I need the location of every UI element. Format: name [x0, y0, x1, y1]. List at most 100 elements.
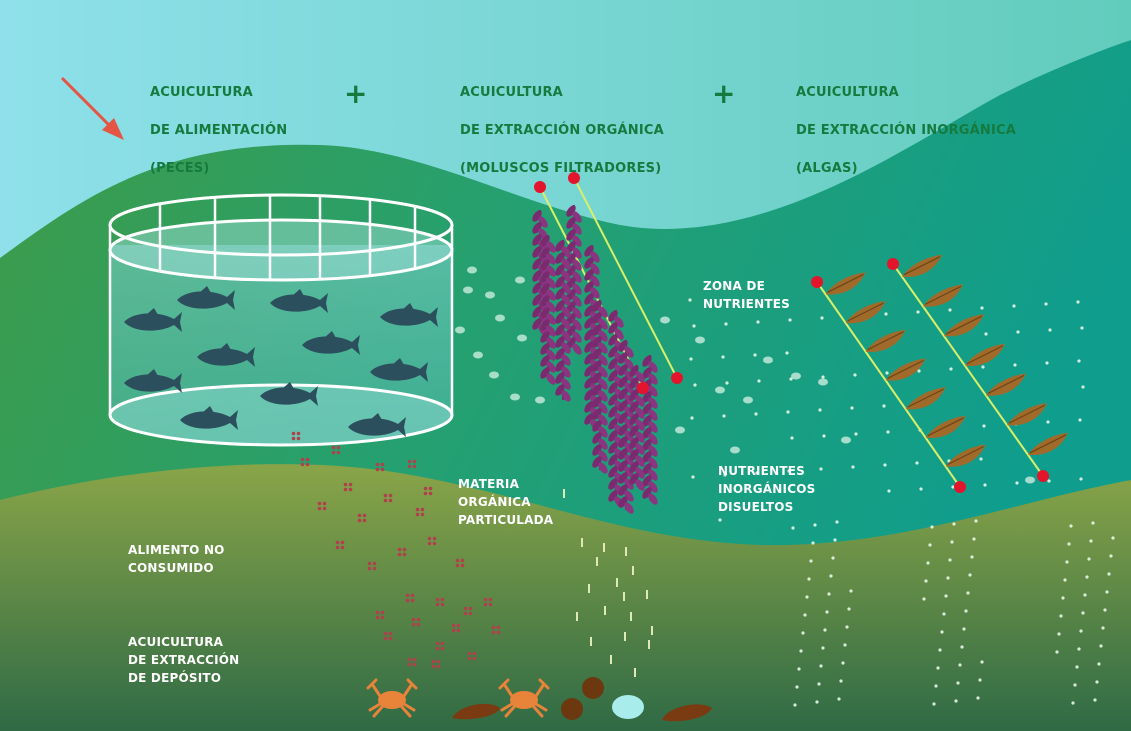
- nutrient-dot: [1057, 632, 1061, 636]
- nutrient-dot: [1076, 300, 1080, 304]
- mussel: [598, 342, 608, 354]
- mussel: [629, 425, 639, 437]
- mussel: [540, 283, 550, 295]
- nutrient-dot: [510, 393, 520, 401]
- nutrient-dot: [1095, 680, 1099, 684]
- mussel: [618, 376, 628, 388]
- particle: [630, 612, 632, 621]
- mussel: [561, 354, 571, 366]
- mussel: [555, 300, 565, 312]
- mussel: [566, 217, 576, 229]
- mussel: [624, 406, 634, 418]
- nutrient-dot: [853, 373, 857, 377]
- nutrient-dot: [1047, 479, 1051, 483]
- nutrient-dot: [917, 369, 921, 373]
- nutrient-dot: [966, 591, 970, 595]
- mussel: [624, 490, 634, 502]
- feed-pellet: [455, 558, 465, 568]
- nutrient-dot: [983, 483, 987, 487]
- mussel: [608, 358, 618, 370]
- label-unconsumed-feed: ALIMENTO NO CONSUMIDO: [128, 543, 225, 575]
- nutrient-dot: [1077, 647, 1081, 651]
- nutrient-dot: [833, 538, 837, 542]
- mussel: [648, 493, 658, 505]
- nutrient-dot: [829, 574, 833, 578]
- feed-pellets: [291, 431, 501, 669]
- nutrient-dot: [978, 678, 982, 682]
- mussel: [598, 426, 608, 438]
- mussel: [561, 366, 571, 378]
- feed-pellet: [435, 641, 445, 651]
- mussel: [584, 317, 594, 329]
- nutrient-dot: [1078, 418, 1082, 422]
- mussel: [546, 373, 556, 385]
- mussel: [648, 445, 658, 457]
- mussel: [555, 240, 565, 252]
- nutrient-dots: [455, 266, 1115, 707]
- mussel: [648, 409, 658, 421]
- mussel: [540, 331, 550, 343]
- mussel: [561, 330, 571, 342]
- mussel: [540, 367, 550, 379]
- particle: [581, 538, 583, 547]
- nutrient-dot: [1101, 626, 1105, 630]
- mussel: [546, 277, 556, 289]
- nutrient-dot: [787, 469, 791, 473]
- mussel: [572, 319, 582, 331]
- nutrient-dot: [841, 436, 851, 444]
- feed-pellet: [405, 593, 415, 603]
- nutrient-dot: [821, 646, 825, 650]
- nutrient-dot: [495, 314, 505, 322]
- mussel: [592, 300, 602, 312]
- nutrient-dot: [692, 324, 696, 328]
- mussel: [538, 216, 548, 228]
- feed-pellet: [411, 617, 421, 627]
- mussel: [608, 406, 618, 418]
- mussel: [648, 385, 658, 397]
- nutrient-dot: [1105, 590, 1109, 594]
- nutrient-dot: [795, 685, 799, 689]
- mussel: [532, 246, 542, 258]
- nutrient-dot: [1087, 557, 1091, 561]
- nutrient-dot: [1109, 554, 1113, 558]
- mussel: [618, 340, 628, 352]
- mussel: [635, 455, 645, 467]
- mussel: [618, 412, 628, 424]
- feed-pellet: [435, 597, 445, 607]
- mussel: [561, 378, 571, 390]
- mussel: [608, 442, 618, 454]
- mussel: [648, 481, 658, 493]
- nutrient-dot: [948, 308, 952, 312]
- nutrient-dot: [1081, 385, 1085, 389]
- nutrient-dot: [797, 667, 801, 671]
- mussel: [629, 437, 639, 449]
- mussel: [648, 457, 658, 469]
- nutrient-dot: [919, 487, 923, 491]
- nutrient-dot: [851, 465, 855, 469]
- mussel: [584, 353, 594, 365]
- mussel: [608, 490, 618, 502]
- mussel: [635, 431, 645, 443]
- nutrient-dot: [1067, 542, 1071, 546]
- mussel: [592, 312, 602, 324]
- nutrient-dot: [1013, 363, 1017, 367]
- mussel: [572, 331, 582, 343]
- nutrient-dot: [691, 475, 695, 479]
- mussel: [629, 473, 639, 485]
- title-line: ACUICULTURA: [150, 85, 253, 100]
- mussel: [584, 377, 594, 389]
- mussel: [642, 427, 652, 439]
- nutrient-dot: [743, 396, 753, 404]
- mussel: [642, 403, 652, 415]
- sea-cucumber-icon: [452, 703, 500, 720]
- nutrient-dot: [976, 696, 980, 700]
- title-organic-extraction: ACUICULTURA DE EXTRACCIÓN ORGÁNICA (MOLU…: [460, 64, 664, 197]
- label-deposit-extraction: ACUICULTURA DE EXTRACCIÓN DE DEPÓSITO: [128, 635, 240, 685]
- mussel: [546, 241, 556, 253]
- nutrient-dot: [950, 540, 954, 544]
- feed-pellet: [407, 459, 417, 469]
- plus-sign: +: [344, 77, 368, 110]
- mussel: [532, 270, 542, 282]
- mussel: [532, 234, 542, 246]
